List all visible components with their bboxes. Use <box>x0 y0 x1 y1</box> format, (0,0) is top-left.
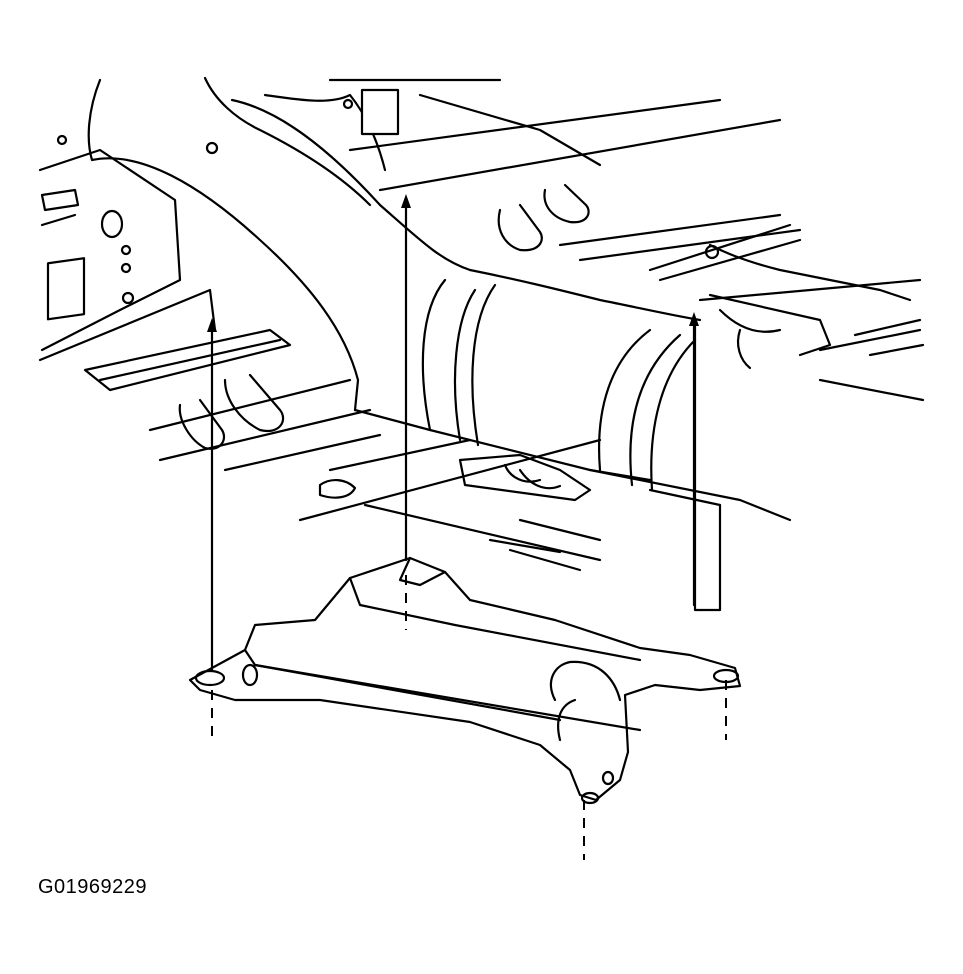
floor-pan-assembly <box>38 76 925 612</box>
arrow-up-icon <box>401 194 411 208</box>
heat-shield-part <box>188 556 742 805</box>
arrow-up-icon <box>207 318 217 332</box>
arrow-up-icon <box>689 312 699 326</box>
alignment-leaders <box>207 194 727 860</box>
figure-code: G01969229 <box>38 876 148 898</box>
upper-access-hole <box>360 88 400 136</box>
left-access-hole <box>46 257 86 321</box>
